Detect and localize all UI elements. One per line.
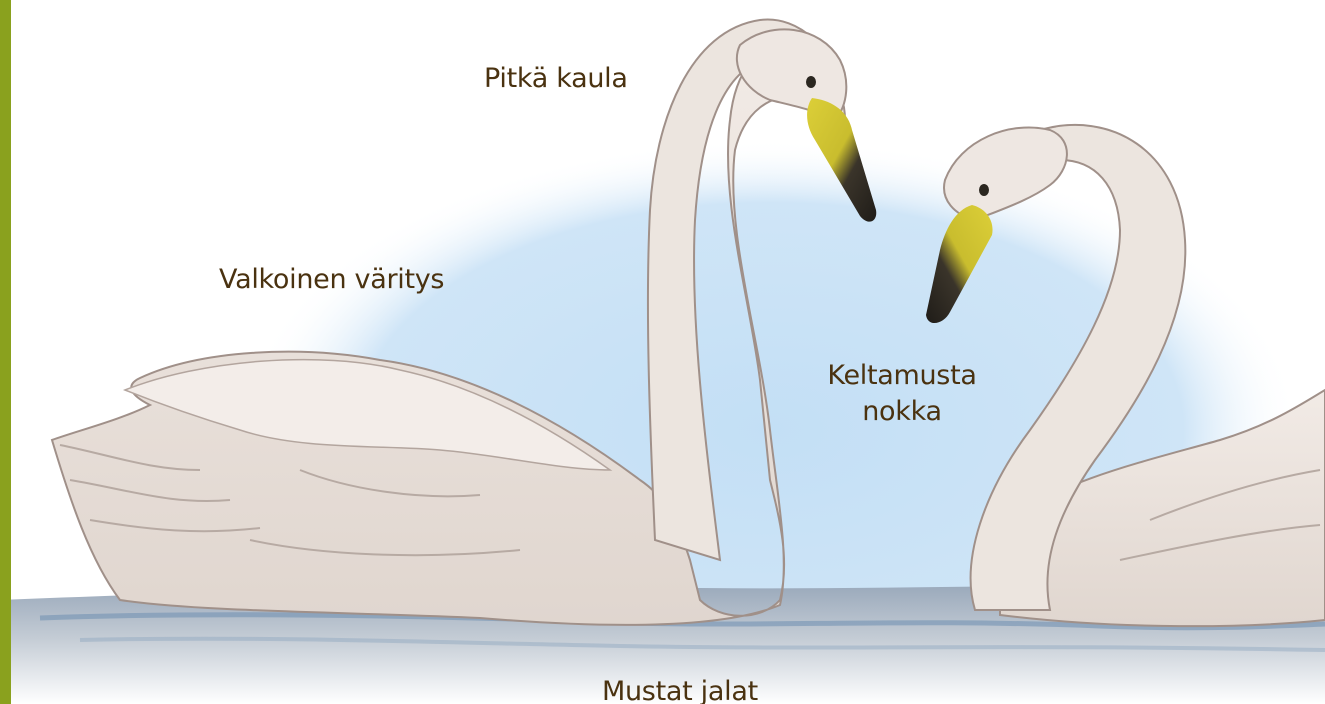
label-beak-line1: Keltamusta (812, 358, 992, 394)
label-beak-line2: nokka (812, 394, 992, 430)
label-white-coloring: Valkoinen väritys (219, 262, 444, 298)
label-yellow-black-beak: Keltamusta nokka (812, 358, 992, 430)
right-swan-eye (979, 184, 989, 196)
label-long-neck: Pitkä kaula (484, 61, 628, 97)
accent-bar (0, 0, 11, 704)
left-swan-eye (806, 76, 816, 88)
label-black-feet: Mustat jalat (602, 674, 758, 704)
